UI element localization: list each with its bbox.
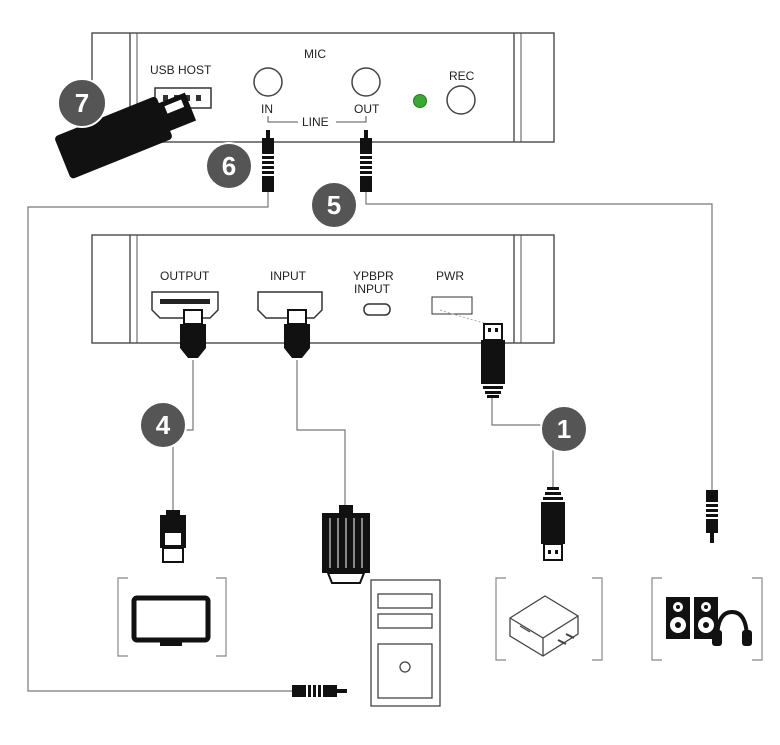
- line-out-jack[interactable]: [351, 67, 381, 97]
- speakers-headphones-icon: [651, 577, 763, 661]
- out-label: OUT: [354, 102, 380, 116]
- audio-plug-speakers: [706, 490, 718, 543]
- callout-6: 6: [205, 142, 253, 190]
- tv-icon: [117, 577, 227, 657]
- audio-plug-pc: [292, 685, 347, 697]
- output-label: OUTPUT: [160, 269, 210, 283]
- ypbpr-label-1: YPBPR: [353, 269, 394, 283]
- callout-7-label: 7: [75, 88, 89, 118]
- callout-5-label: 5: [327, 190, 341, 220]
- cable-line-out-to-speakers: [365, 192, 713, 490]
- callout-4-label: 4: [156, 410, 171, 440]
- ypbpr-label-2: INPUT: [354, 282, 391, 296]
- mic-label: MIC: [304, 47, 326, 61]
- callout-4: 4: [139, 401, 187, 449]
- line-out-plug: [360, 130, 372, 192]
- cable-vga: [296, 360, 346, 505]
- cable-power: [491, 398, 554, 487]
- computer-tower-icon: [370, 579, 441, 707]
- power-port[interactable]: [431, 296, 473, 315]
- bottom-device: OUTPUT INPUT YPBPR INPUT PWR: [91, 234, 555, 344]
- callout-7: 7: [57, 78, 107, 128]
- usb-stick-icon: [55, 92, 197, 179]
- power-adapter-icon: [495, 577, 603, 661]
- ypbpr-input-port[interactable]: [363, 303, 391, 316]
- rec-button[interactable]: [446, 85, 476, 115]
- line-in-plug: [262, 130, 274, 192]
- line-label: LINE: [302, 115, 329, 129]
- usb-host-label: USB HOST: [150, 63, 212, 77]
- hdmi-plug-tv: [160, 510, 186, 563]
- hdmi-plug-device: [180, 309, 206, 358]
- usb-plug-adapter: [541, 487, 565, 561]
- rec-label: REC: [449, 69, 475, 83]
- pwr-label: PWR: [436, 269, 464, 283]
- vga-plug-device: [284, 309, 310, 358]
- line-in-jack[interactable]: [253, 67, 283, 97]
- usb-power-plug-device: [481, 323, 505, 398]
- input-label: INPUT: [270, 269, 307, 283]
- callout-1: 1: [540, 405, 588, 453]
- callout-6-label: 6: [222, 151, 236, 181]
- vga-plug-pc: [322, 505, 370, 584]
- bottom-device-body: [91, 234, 555, 344]
- callout-5: 5: [310, 181, 358, 229]
- cable-line-in-to-pc-audio: [27, 192, 292, 692]
- callout-1-label: 1: [557, 414, 571, 444]
- in-label: IN: [261, 102, 273, 116]
- status-led: [413, 94, 427, 108]
